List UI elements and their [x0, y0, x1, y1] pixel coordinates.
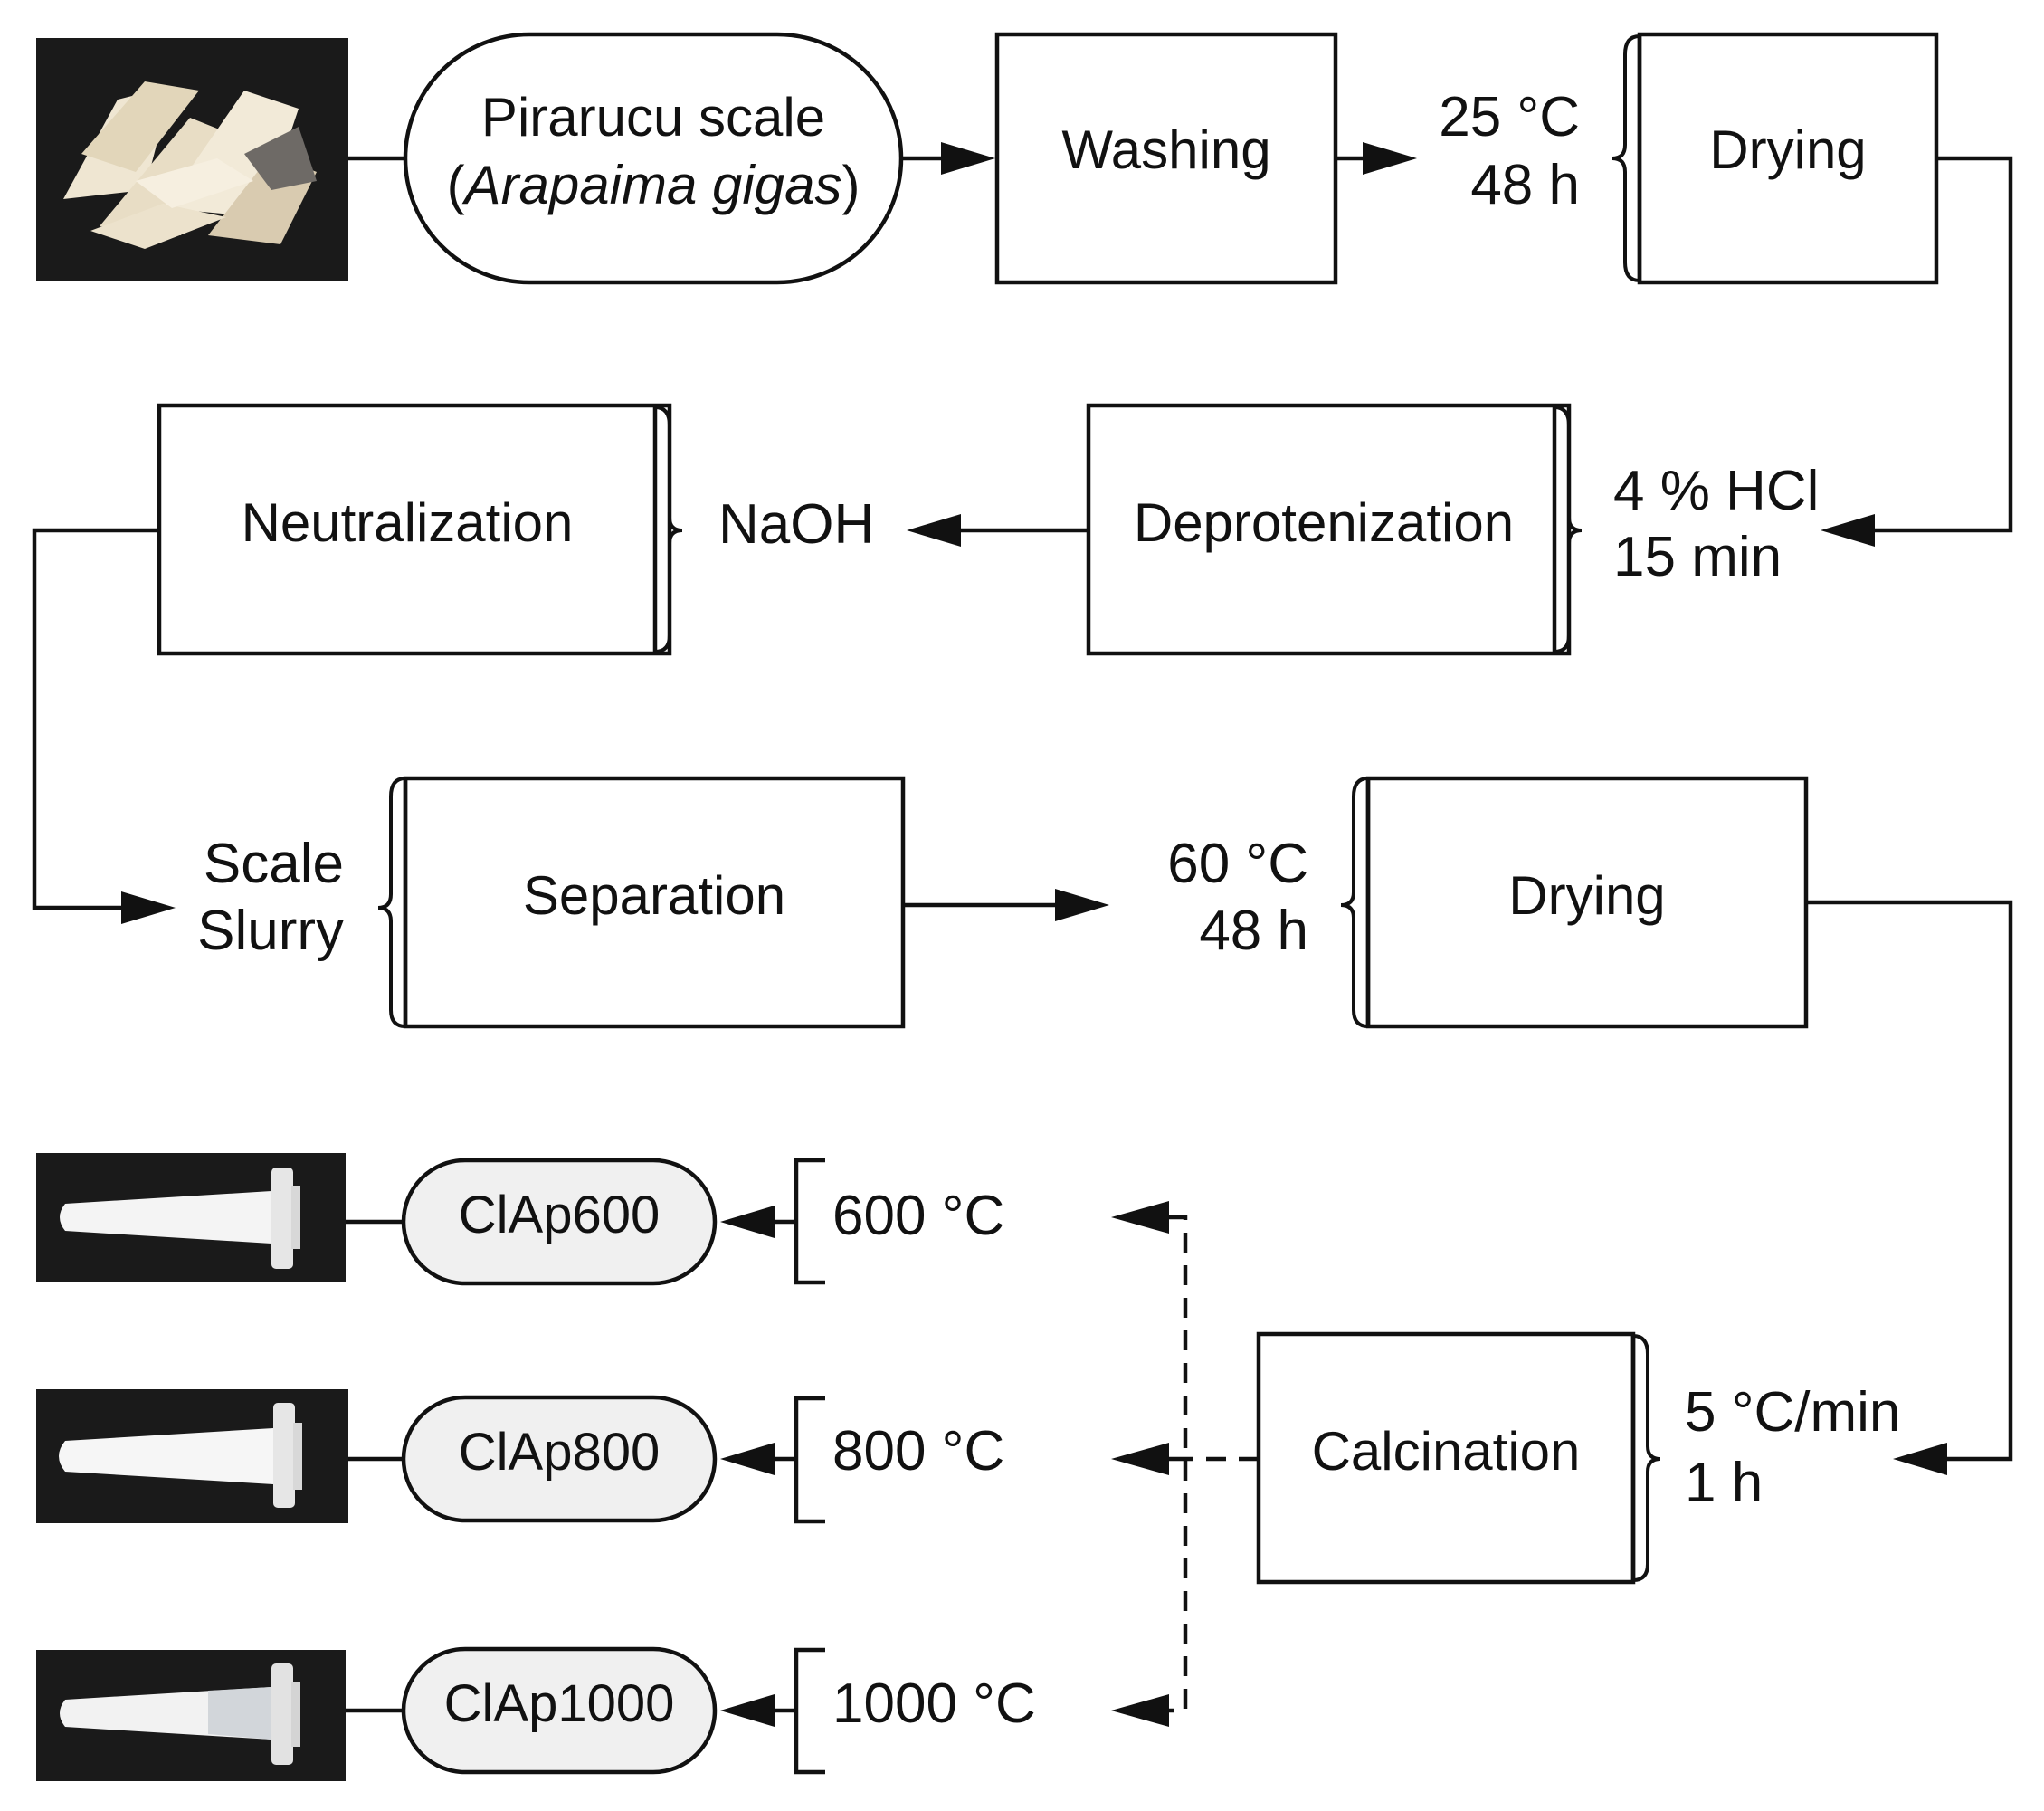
product-row-1000: 1000 °C ClAp1000	[36, 1646, 1036, 1781]
drying-2-brace	[1340, 777, 1369, 1028]
washing-node	[994, 32, 1338, 285]
drying-1-brace	[1611, 34, 1640, 282]
arrow-to-deprotenization	[1821, 514, 1875, 547]
product-800-label: ClAp800	[459, 1423, 660, 1482]
neutralization-node	[157, 403, 672, 656]
product-600-label: ClAp600	[459, 1186, 660, 1244]
drying-1-node	[1637, 32, 1939, 285]
calcination-label: Calcination	[1312, 1421, 1581, 1482]
deprotenization-brace	[1554, 405, 1583, 653]
drying-1-temp: 25 °C	[1439, 86, 1580, 148]
arrow-to-calcination	[1893, 1443, 1947, 1475]
arrow-to-slurry	[121, 891, 176, 924]
deprot-cond-2: 15 min	[1613, 526, 1782, 588]
drying-1-time: 48 h	[1470, 154, 1580, 216]
deprot-cond-1: 4 % HCl	[1613, 460, 1819, 522]
naoh-label: NaOH	[718, 493, 874, 556]
arrow-to-600	[1111, 1201, 1169, 1234]
drying-2-label: Drying	[1508, 865, 1665, 926]
bracket-800	[794, 1396, 825, 1524]
temp-1000: 1000 °C	[832, 1673, 1036, 1735]
temp-800: 800 °C	[832, 1420, 1004, 1482]
deprotenization-label: Deprotenization	[1134, 492, 1514, 553]
separation-brace	[377, 777, 406, 1028]
drying-2-node	[1365, 776, 1809, 1029]
neutralization-brace	[654, 405, 683, 653]
temp-600: 600 °C	[832, 1185, 1004, 1247]
calcination-brace	[1632, 1334, 1661, 1582]
drying-2-temp: 60 °C	[1167, 833, 1308, 895]
calc-cond-2: 1 h	[1685, 1452, 1763, 1514]
arrow-to-naoh	[907, 514, 961, 547]
product-1000-label: ClAp1000	[444, 1674, 675, 1733]
slurry-label-1: Scale	[204, 833, 344, 895]
calc-cond-1: 5 °C/min	[1685, 1381, 1900, 1444]
pirarucu-scale-label: Pirarucu scale	[481, 87, 825, 148]
drying-2-time: 48 h	[1199, 900, 1308, 962]
arrow-to-1000	[1111, 1694, 1169, 1727]
calcination-node	[1256, 1331, 1636, 1585]
arrow-to-800	[1111, 1443, 1169, 1475]
deprotenization-node	[1086, 403, 1572, 656]
bracket-1000	[794, 1647, 825, 1775]
neutralization-label: Neutralization	[242, 492, 574, 553]
drying-1-label: Drying	[1709, 119, 1866, 180]
tube-photo-1000	[36, 1650, 346, 1781]
product-row-600: 600 °C ClAp600	[36, 1153, 1004, 1286]
slurry-label-2: Slurry	[197, 900, 344, 962]
arrow-to-washing	[941, 142, 995, 175]
separation-label: Separation	[523, 865, 785, 926]
arrow-to-drying-2	[1055, 889, 1109, 921]
product-row-800: 800 °C ClAp800	[36, 1389, 1004, 1524]
bracket-600	[794, 1158, 825, 1285]
fish-scale-photo	[36, 38, 348, 281]
washing-label: Washing	[1061, 119, 1270, 180]
species-label: (Arapaima gigas)	[447, 155, 860, 215]
tube-photo-600	[36, 1153, 346, 1282]
arrow-to-drying-1	[1363, 142, 1417, 175]
tube-photo-800	[36, 1389, 348, 1523]
